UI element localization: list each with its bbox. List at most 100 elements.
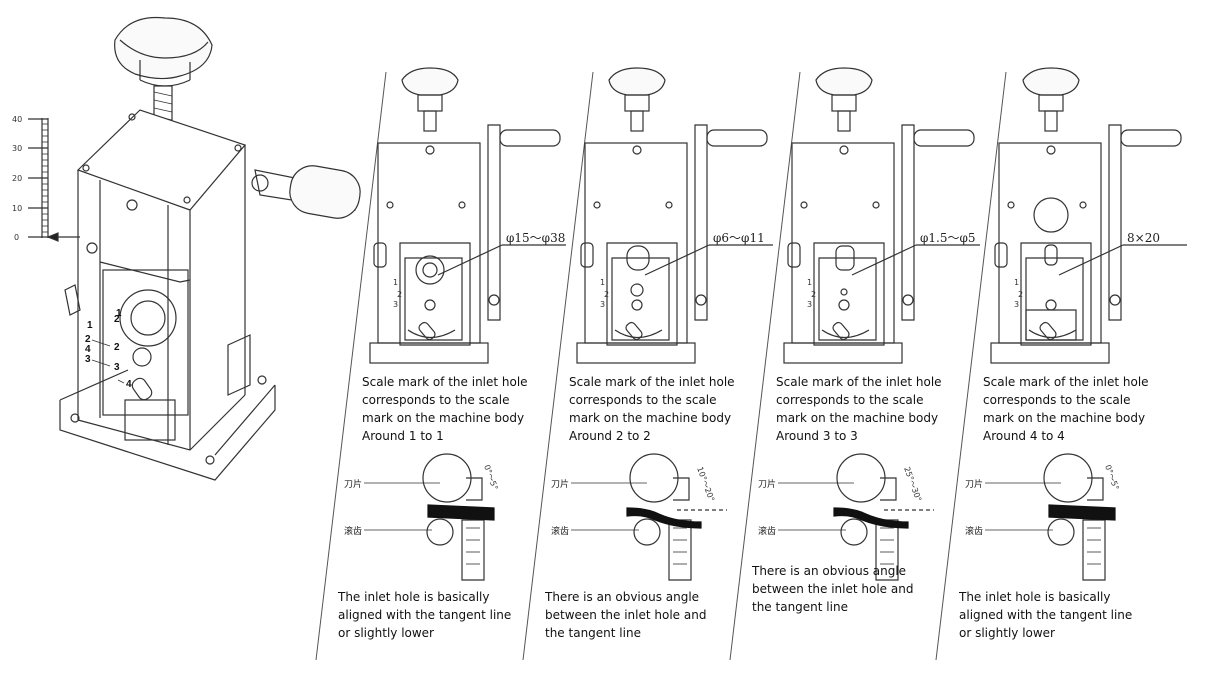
panel-2-note: There is an obvious angle between the inl… <box>545 588 706 642</box>
note-line: aligned with the tangent line <box>338 608 512 622</box>
caption-line: Scale mark of the inlet hole <box>776 375 942 389</box>
caption-line: corresponds to the scale <box>362 393 510 407</box>
blade-wheel <box>629 453 679 503</box>
panel-3-mark-1: 1 <box>807 278 812 287</box>
caption-line: mark on the machine body <box>983 411 1146 425</box>
roller-wheel <box>426 518 454 546</box>
panel-3-caption: Scale mark of the inlet hole corresponds … <box>776 373 942 445</box>
caption-line: Around 4 to 4 <box>983 429 1065 443</box>
panel-3-mark-3: 3 <box>807 300 812 309</box>
panel-3-blade-label: 刀片 <box>758 478 776 490</box>
caption-line: mark on the machine body <box>362 411 525 425</box>
scale-tick-20: 20 <box>12 174 22 183</box>
panel-1-mark-1: 1 <box>393 278 398 287</box>
scale-tick-30: 30 <box>12 144 22 153</box>
blade-wheel <box>422 453 472 503</box>
panel-1-angle-label: 0°～5° <box>482 464 499 492</box>
note-line: There is an obvious angle <box>545 590 700 604</box>
caption-line: Scale mark of the inlet hole <box>983 375 1149 389</box>
panel-1-roller-label: 滚齿 <box>344 525 362 537</box>
panel-3-roller-label: 滚齿 <box>758 525 776 537</box>
panel-4-mark-2: 2 <box>1018 290 1023 299</box>
wire-strip <box>626 507 702 529</box>
panel-4-diameter-label: 8×20 <box>1127 231 1160 245</box>
note-line: the tangent line <box>752 600 848 614</box>
roller-wheel <box>840 518 868 546</box>
caption-line: mark on the machine body <box>569 411 732 425</box>
scale-tick-40: 40 <box>12 115 22 124</box>
panel-4-caption: Scale mark of the inlet hole corresponds … <box>983 373 1149 445</box>
wire-strip <box>427 504 495 521</box>
panel-2-roller-label: 滚齿 <box>551 525 569 537</box>
caption-line: Scale mark of the inlet hole <box>362 375 528 389</box>
panel-1-mark-3: 3 <box>393 300 398 309</box>
note-line: The inlet hole is basically <box>959 590 1111 604</box>
ruler-scale: 40 30 20 10 0 <box>12 115 80 242</box>
crank-handle <box>251 165 361 219</box>
panel-1-caption: Scale mark of the inlet hole corresponds … <box>362 373 528 445</box>
knob-icon <box>401 67 459 96</box>
roller-wheel <box>633 518 661 546</box>
main-body-mark-4: 4 <box>126 379 132 390</box>
panel-2-blade-label: 刀片 <box>551 478 569 490</box>
panel-4-roller-label: 滚齿 <box>965 525 983 537</box>
note-line: aligned with the tangent line <box>959 608 1133 622</box>
note-line: between the inlet hole and <box>752 582 914 596</box>
note-line: The inlet hole is basically <box>338 590 490 604</box>
note-line: or slightly lower <box>338 626 434 640</box>
panel-1-blade-label: 刀片 <box>344 478 362 490</box>
panel-4-mark-3: 3 <box>1014 300 1019 309</box>
caption-line: Around 3 to 3 <box>776 429 858 443</box>
blade-wheel <box>836 453 886 503</box>
caption-line: mark on the machine body <box>776 411 939 425</box>
caption-line: Around 2 to 2 <box>569 429 651 443</box>
panel-1-diameter-label: φ15～φ38 <box>506 231 565 245</box>
caption-line: Scale mark of the inlet hole <box>569 375 735 389</box>
panel-3-note: There is an obvious angle between the inl… <box>752 562 913 616</box>
panel-2-mark-3: 3 <box>600 300 605 309</box>
knob-icon <box>815 67 873 96</box>
panel-2-angle-label: 10°～20° <box>695 466 716 503</box>
note-line: or slightly lower <box>959 626 1055 640</box>
blade-wheel <box>1043 453 1093 503</box>
note-line: between the inlet hole and <box>545 608 707 622</box>
main-body-mark-2b: 2 <box>114 342 120 353</box>
caption-line: Around 1 to 1 <box>362 429 444 443</box>
caption-line: corresponds to the scale <box>776 393 924 407</box>
panel-2-caption: Scale mark of the inlet hole corresponds … <box>569 373 735 445</box>
panel-3-diameter-label: φ1.5～φ5 <box>920 231 976 245</box>
wire-strip <box>1048 504 1116 521</box>
roller-wheel <box>1047 518 1075 546</box>
note-line: the tangent line <box>545 626 641 640</box>
panels-layer: 123φ15～φ380°～5°刀片滚齿123φ6～φ1110°～20°刀片滚齿1… <box>344 67 1187 581</box>
main-hole-mark-2: 2 <box>114 314 120 325</box>
note-line: There is an obvious angle <box>752 564 907 578</box>
main-body-mark-2: 2 <box>85 334 91 345</box>
main-hole-mark-1: 1 <box>116 308 122 319</box>
scale-tick-0: 0 <box>14 233 19 242</box>
scale-tick-10: 10 <box>12 204 22 213</box>
main-body-mark-3: 3 <box>114 362 120 373</box>
main-hole-mark-3: 3 <box>85 354 91 365</box>
machine-frame <box>59 109 276 481</box>
main-body-mark-1: 1 <box>87 320 93 331</box>
panel-2-mark-2: 2 <box>604 290 609 299</box>
main-machine-illustration: 40 30 20 10 0 <box>12 16 361 481</box>
panel-2-mark-1: 1 <box>600 278 605 287</box>
caption-line: corresponds to the scale <box>983 393 1131 407</box>
panel-3-angle-label: 25°～30° <box>902 466 923 503</box>
caption-line: corresponds to the scale <box>569 393 717 407</box>
panel-4-note: The inlet hole is basically aligned with … <box>959 588 1132 642</box>
main-hole-mark-4: 4 <box>85 344 91 355</box>
knob-icon <box>1022 67 1080 96</box>
panel-3-mark-2: 2 <box>811 290 816 299</box>
panel-2-diameter-label: φ6～φ11 <box>713 231 765 245</box>
panel-4-blade-label: 刀片 <box>965 478 983 490</box>
knob-icon <box>608 67 666 96</box>
